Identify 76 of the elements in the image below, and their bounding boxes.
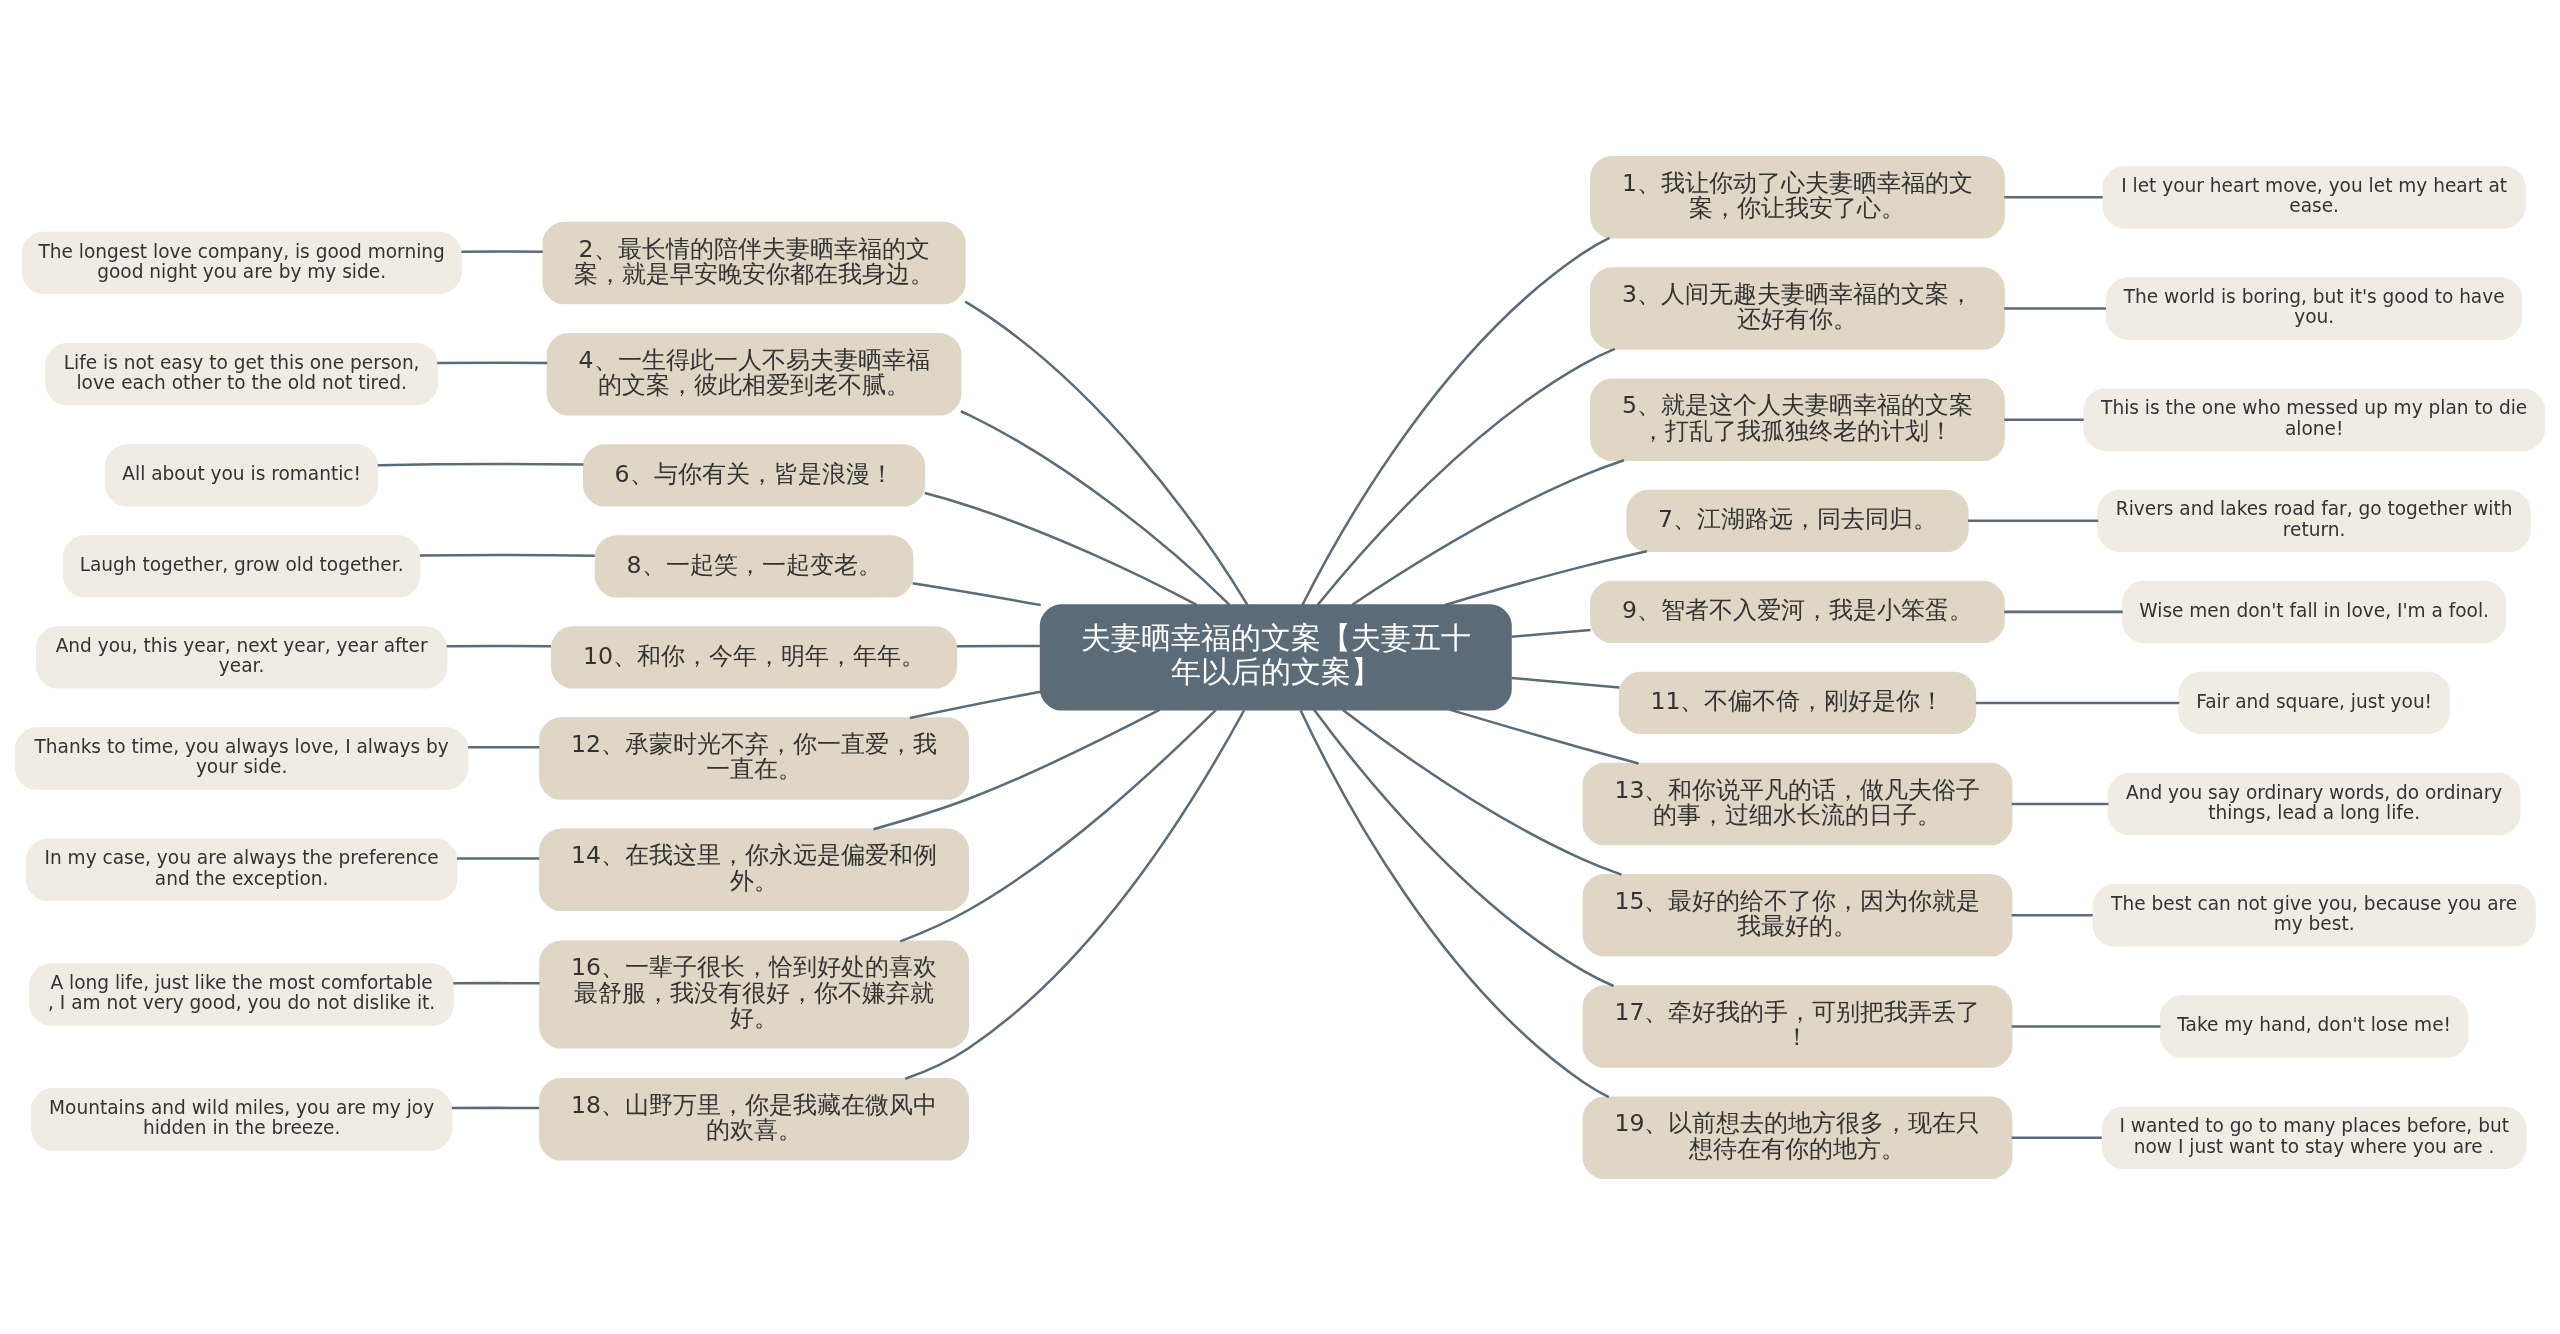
connector bbox=[909, 689, 1041, 719]
connector bbox=[1967, 519, 2099, 522]
connector bbox=[2011, 913, 2093, 917]
node-box: I wanted to go to many places before, but now I just want to stay where you are . bbox=[2101, 1106, 2527, 1169]
connector bbox=[956, 644, 1041, 648]
connector bbox=[1975, 701, 2180, 704]
connector bbox=[437, 361, 548, 364]
connector bbox=[912, 581, 1041, 606]
node-box: All about you is romantic! bbox=[105, 443, 379, 507]
connector bbox=[2011, 1024, 2161, 1028]
connector bbox=[1511, 676, 1620, 689]
node-box: 2、最长情的陪伴夫妻晒幸福的文案，就是早安晚安你都在我身边。 bbox=[542, 221, 966, 304]
connector bbox=[419, 553, 595, 557]
node-box: 11、不偏不倚，刚好是你！ bbox=[1618, 671, 1977, 734]
node-box: The best can not give you, because you are my best. bbox=[2092, 883, 2536, 946]
node-box: 19、以前想去的地方很多，现在只想待在有你的地方。 bbox=[1582, 1096, 2013, 1179]
connector bbox=[1351, 458, 1625, 606]
node-box: 3、人间无趣夫妻晒幸福的文案，还好有你。 bbox=[1590, 266, 2005, 350]
node-box: 12、承蒙时光不弃，你一直爱，我一直在。 bbox=[539, 716, 969, 800]
node-box: 6、与你有关，皆是浪漫！ bbox=[582, 443, 926, 507]
connector bbox=[964, 300, 1249, 606]
connector bbox=[1313, 708, 1615, 987]
connector bbox=[468, 745, 540, 749]
node-box: The longest love company, is good morning good night you are by my side. bbox=[21, 231, 462, 294]
connector bbox=[1444, 549, 1648, 606]
node-box: The world is boring, but it's good to have you. bbox=[2105, 276, 2523, 340]
connector bbox=[1342, 708, 1622, 876]
node-box: 18、山野万里，你是我藏在微风中的欢喜。 bbox=[539, 1077, 969, 1161]
connector bbox=[446, 644, 551, 647]
connector bbox=[1449, 707, 1639, 765]
connector bbox=[457, 856, 540, 860]
node-box: Mountains and wild miles, you are my joy hidden in the breeze. bbox=[30, 1087, 453, 1150]
node-box: 9、智者不入爱河，我是小笨蛋。 bbox=[1590, 580, 2005, 643]
node-box: And you, this year, next year, year after year. bbox=[35, 625, 448, 689]
connector bbox=[960, 409, 1231, 606]
connector bbox=[1301, 236, 1611, 606]
connector bbox=[2011, 1136, 2102, 1139]
node-box: A long life, just like the most comfortable , I am not very good, you do not dislike it. bbox=[29, 962, 455, 1026]
node-box: 7、江湖路远，同去同归。 bbox=[1626, 489, 1969, 552]
node-box: Life is not easy to get this one person, love each other to the old not tired. bbox=[45, 342, 438, 405]
connector bbox=[2004, 306, 2107, 310]
connector bbox=[461, 249, 543, 253]
connector bbox=[2011, 802, 2109, 805]
node-box: 17、牵好我的手，可别把我弄丢了！ bbox=[1582, 984, 2013, 1068]
node-box: 14、在我这里，你永远是偏爱和例外。 bbox=[539, 827, 969, 911]
connector bbox=[1511, 628, 1591, 638]
connector bbox=[899, 708, 1217, 943]
node-box: Wise men don't fall in love, I'm a fool. bbox=[2122, 580, 2507, 643]
connector bbox=[377, 462, 584, 466]
node-box: 夫妻晒幸福的文案【夫妻五十年以后的文案】 bbox=[1039, 603, 1512, 710]
node-box: This is the one who messed up my plan to die alone! bbox=[2083, 388, 2546, 451]
node-box: I let your heart move, you let my heart at ease. bbox=[2102, 165, 2526, 228]
node-box: Fair and square, just you! bbox=[2178, 671, 2450, 734]
connector bbox=[2004, 610, 2123, 613]
node-box: In my case, you are always the preference and the exception. bbox=[25, 838, 458, 901]
connector bbox=[2004, 195, 2103, 198]
node-box: Laugh together, grow old together. bbox=[62, 534, 421, 598]
connector bbox=[924, 491, 1198, 606]
node-box: 8、一起笑，一起变老。 bbox=[594, 534, 914, 598]
node-box: 5、就是这个人夫妻晒幸福的文案，打乱了我孤独终老的计划！ bbox=[1590, 377, 2005, 461]
node-box: Rivers and lakes road far, go together with return. bbox=[2097, 489, 2531, 552]
connector bbox=[1316, 347, 1616, 606]
connector bbox=[453, 981, 540, 985]
connector bbox=[1299, 709, 1610, 1098]
connector bbox=[451, 1106, 540, 1109]
node-box: 10、和你，今年，明年，年年。 bbox=[550, 625, 958, 689]
node-box: 16、一辈子很长，恰到好处的喜欢最舒服，我没有很好，你不嫌弃就好。 bbox=[539, 940, 969, 1048]
connector bbox=[904, 709, 1246, 1080]
node-box: And you say ordinary words, do ordinary things, lead a long life. bbox=[2107, 772, 2521, 835]
node-box: 15、最好的给不了你，因为你就是我最好的。 bbox=[1582, 873, 2013, 957]
node-box: 4、一生得此一人不易夫妻晒幸福的文案，彼此相爱到老不腻。 bbox=[546, 332, 962, 415]
connector bbox=[2004, 417, 2084, 421]
node-box: 13、和你说平凡的话，做凡夫俗子的事，过细水长流的日子。 bbox=[1582, 762, 2013, 845]
node-box: Thanks to time, you always love, I always by your side. bbox=[14, 726, 469, 790]
node-box: 1、我让你动了心夫妻晒幸福的文案，你让我安了心。 bbox=[1590, 155, 2005, 238]
node-box: Take my hand, don't lose me! bbox=[2159, 994, 2469, 1058]
